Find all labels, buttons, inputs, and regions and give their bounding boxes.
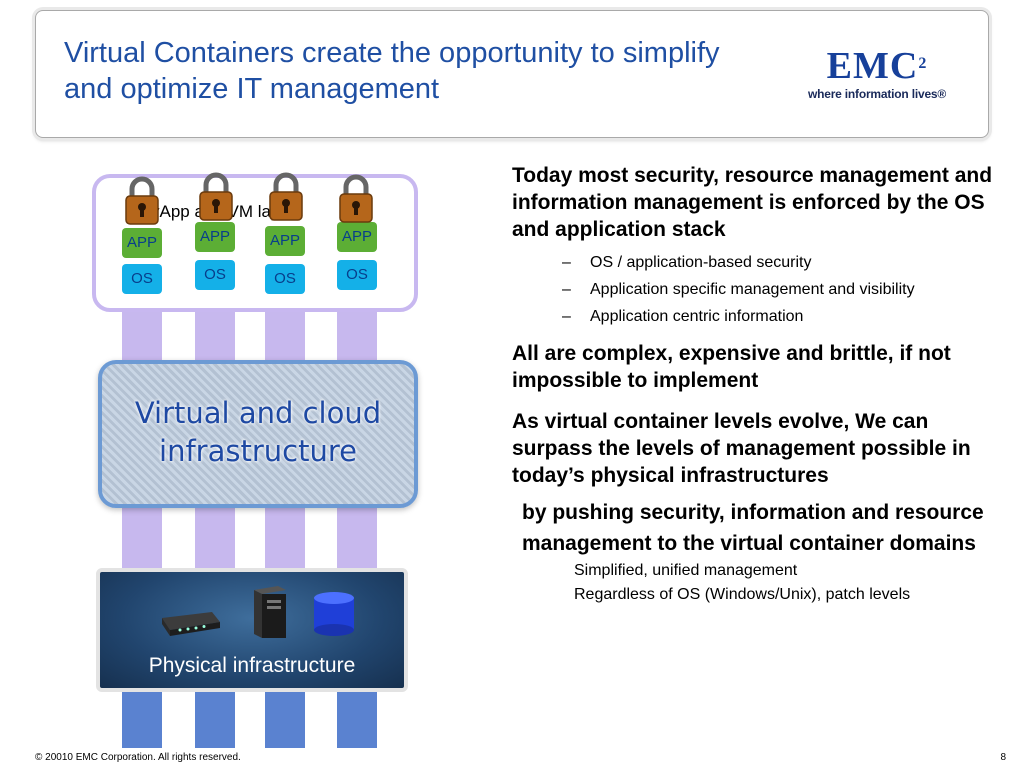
virtual-cloud-infrastructure-box: Virtual and cloud infrastructure xyxy=(98,360,418,508)
padlock-icon xyxy=(339,174,373,223)
os-badge: OS xyxy=(337,260,377,290)
list-item: Simplified, unified management xyxy=(574,562,798,579)
slide-body-text: Today most security, resource management… xyxy=(512,162,1012,607)
os-badge: OS xyxy=(195,260,235,290)
logo-tagline: where information lives® xyxy=(807,87,947,101)
padlock-icon xyxy=(269,172,303,221)
copyright-footer: © 20010 EMC Corporation. All rights rese… xyxy=(35,752,241,763)
list-item: OS / application-based security xyxy=(562,249,1012,276)
os-badge: OS xyxy=(122,264,162,294)
padlock-icon xyxy=(125,176,159,225)
app-badge: APP xyxy=(337,222,377,252)
page-number: 8 xyxy=(1000,752,1006,763)
slide-title: Virtual Containers create the opportunit… xyxy=(64,37,720,105)
list-item: Application specific management and visi… xyxy=(562,276,1012,303)
emc-logo: EMC2 where information lives® xyxy=(802,47,952,101)
list-item: Application centric information xyxy=(562,303,1012,330)
architecture-diagram: vApp and VM layer APP APP APP APP OS OS … xyxy=(90,168,420,748)
network-switch-icon xyxy=(162,612,220,636)
app-badge: APP xyxy=(265,226,305,256)
app-badge: APP xyxy=(122,228,162,258)
server-tower-icon xyxy=(254,586,286,638)
physical-infrastructure-label: Physical infrastructure xyxy=(148,654,356,677)
app-badge: APP xyxy=(195,222,235,252)
point1-sublist: OS / application-based security Applicat… xyxy=(512,249,1012,330)
title-banner: Virtual Containers create the opportunit… xyxy=(35,10,989,138)
logo-mark: EMC2 xyxy=(826,45,928,87)
os-badge: OS xyxy=(265,264,305,294)
padlock-icon xyxy=(199,172,233,221)
physical-infrastructure-box: Physical infrastructure xyxy=(96,568,408,692)
point-today-enforcement: Today most security, resource management… xyxy=(512,164,993,241)
storage-database-icon xyxy=(314,592,354,636)
cloud-infrastructure-label: Virtual and cloud infrastructure xyxy=(134,396,382,468)
point-evolution: As virtual container levels evolve, We c… xyxy=(512,410,971,487)
point-pushing-management: by pushing security, information and res… xyxy=(522,501,984,555)
list-item: Regardless of OS (Windows/Unix), patch l… xyxy=(574,586,911,603)
point-complexity: All are complex, expensive and brittle, … xyxy=(512,342,951,392)
